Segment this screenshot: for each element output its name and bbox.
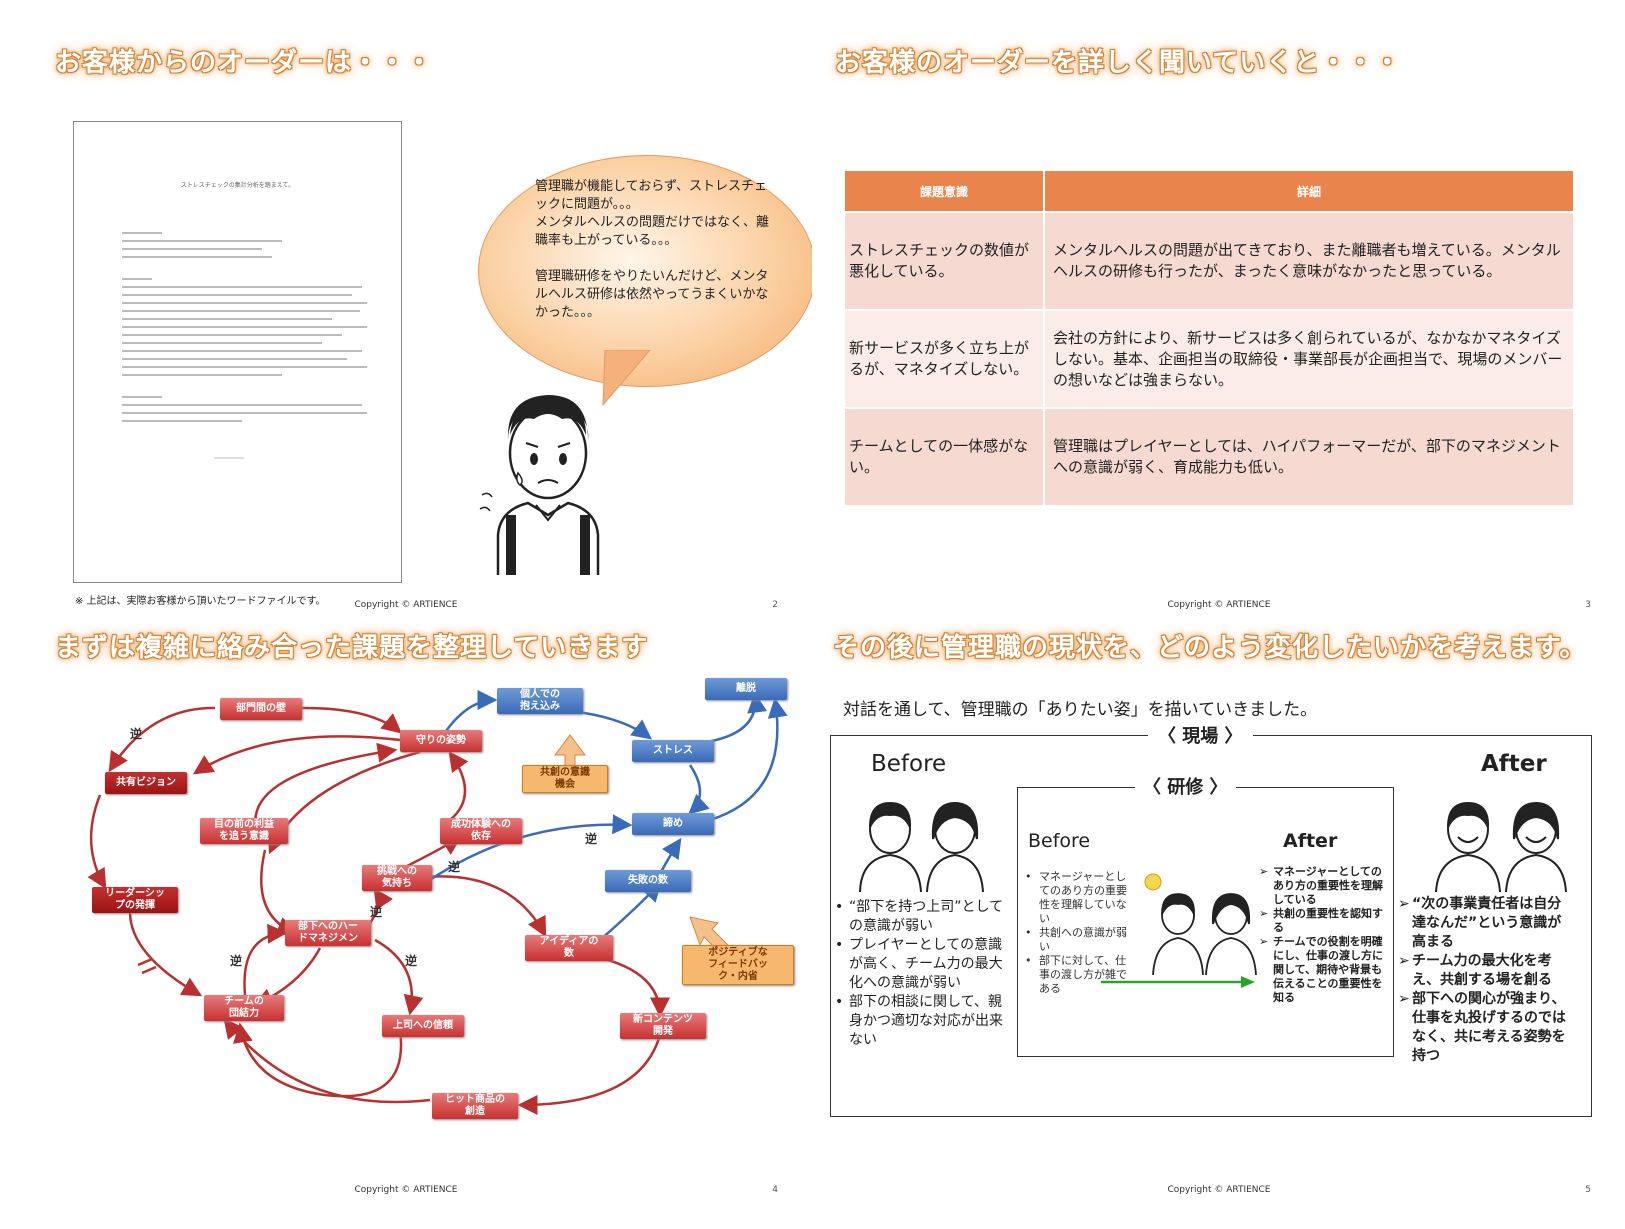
list-item: ➢“次の事業責任者は自分達なんだ”という意識が高まる	[1398, 896, 1562, 950]
node-kyoyu: 共有ビジョン	[105, 772, 187, 794]
speech-bubble	[478, 155, 812, 387]
list-item: •部下の相談に関して、親身かつ適切な対応が出来ない	[835, 994, 1003, 1048]
node-akirame: 諦め	[632, 813, 714, 835]
list-item: •プレイヤーとしての意識が高く、チーム力の最大化への意識が弱い	[835, 937, 1003, 991]
after-inner-list: ➢マネージャーとしてのあり方の重要性を理解している ➢共創の重要性を認知する ➢…	[1259, 865, 1387, 1005]
worried-manager-illustration	[479, 395, 600, 575]
inner-after-label: After	[1283, 830, 1338, 852]
intro-text: 対話を通して、管理職の「ありたい姿」を描いていきました。	[843, 700, 1318, 720]
issue-cell: ストレスチェックの数値が悪化している。	[845, 211, 1045, 309]
before-inner-list: •マネージャーとしてのあり方の重要性を理解していない •共創への意識が弱い •部…	[1025, 870, 1130, 996]
page-number: 3	[1585, 600, 1591, 610]
list-item: ➢共創の重要性を認知する	[1259, 907, 1383, 934]
green-arrow	[1101, 976, 1255, 988]
header-issue: 課題意識	[845, 171, 1045, 211]
table-row: チームとしての一体感がない。 管理職はプレイヤーとしては、ハイパフォーマーだが、…	[845, 407, 1575, 505]
node-me-no-mae: 目の前の利益 を追う意識	[200, 818, 288, 844]
page-number: 2	[772, 600, 778, 610]
node-idea: アイディアの 数	[525, 935, 613, 961]
node-hit: ヒット商品の 創造	[432, 1093, 518, 1119]
slide-order-detail: お客様のオーダーを詳しく聞いていくと・・・ 課題意識 詳細 ストレスチェックの数…	[813, 0, 1625, 614]
list-item: •共創への意識が弱い	[1025, 926, 1127, 953]
node-kyoso: 共創の意識 機会	[522, 765, 608, 793]
detail-cell: メンタルヘルスの問題が出てきており、また離職者も増えている。メンタルヘルスの研修…	[1045, 211, 1575, 309]
slide-order: お客様からのオーダーは・・・ ストレスチェックの集計分析を踏まえて。 ※ 上記は…	[0, 0, 812, 614]
table-row: ストレスチェックの数値が悪化している。 メンタルヘルスの問題が出てきており、また…	[845, 211, 1575, 309]
node-team: チームの 団結力	[204, 995, 284, 1021]
node-buka: 部下へのハー ドマネジメン	[285, 920, 371, 946]
node-shippai: 失敗の数	[605, 870, 691, 892]
node-stress: ストレス	[632, 740, 714, 762]
copyright: Copyright © ARTIENCE	[354, 600, 458, 610]
page-number: 4	[772, 1185, 778, 1195]
gyaku-label: 逆	[130, 727, 143, 741]
node-leader: リーダーシッ プの発揮	[92, 887, 178, 913]
doc-note: ※ 上記は、実際お客様から頂いたワードファイルです。	[75, 596, 326, 607]
before-people-illustration	[859, 801, 984, 892]
list-item: ➢チームでの役割を明確にし、仕事の渡し方に関して、期待や背景も伝えることの重要性…	[1259, 935, 1383, 1004]
gyaku-label: 逆	[585, 832, 598, 846]
list-item: •部下に対して、仕事の渡し方が雑である	[1025, 954, 1127, 995]
copyright: Copyright © ARTIENCE	[1167, 1185, 1271, 1195]
list-item: ➢マネージャーとしてのあり方の重要性を理解している	[1259, 865, 1383, 906]
outer-before-label: Before	[871, 751, 947, 777]
bubble-tail	[602, 350, 651, 407]
causal-loop-arrows	[87, 690, 788, 1115]
node-seiko: 成功体験への 依存	[440, 818, 522, 844]
node-mamori: 守りの姿勢	[400, 730, 482, 752]
detail-cell: 会社の方針により、新サービスは多く創られているが、なかなかマネタイズしない。基本…	[1045, 309, 1575, 407]
header-detail: 詳細	[1045, 171, 1575, 211]
before-outer-list: •“部下を持つ上司”としての意識が弱い •プレイヤーとしての意識が高く、チーム力…	[835, 898, 1015, 1050]
slide-issue-map: まずは複雑に絡み合った課題を整理していきます	[0, 615, 812, 1229]
kenshu-label: 〈 研修 〉	[1135, 773, 1236, 799]
gyaku-label: 逆	[370, 905, 383, 919]
list-item: ➢部下への関心が強まり、仕事を丸投げするのではなく、共に考える姿勢を持つ	[1398, 991, 1566, 1064]
issue-table: 課題意識 詳細 ストレスチェックの数値が悪化している。 メンタルヘルスの問題が出…	[845, 171, 1575, 505]
node-rishoku: 離脱	[705, 678, 787, 700]
node-bumon: 部門間の壁	[220, 698, 302, 720]
issue-cell: 新サービスが多く立ち上がるが、マネタイズしない。	[845, 309, 1045, 407]
node-shin: 新コンテンツ 開発	[620, 1013, 706, 1039]
issue-cell: チームとしての一体感がない。	[845, 407, 1045, 505]
list-item: ➢チーム力の最大化を考え、共創する場を創る	[1398, 953, 1552, 988]
word-document-thumbnail: ストレスチェックの集計分析を踏まえて。	[73, 121, 402, 583]
after-people-illustration	[1435, 801, 1567, 892]
table-row: 新サービスが多く立ち上がるが、マネタイズしない。 会社の方針により、新サービスは…	[845, 309, 1575, 407]
copyright: Copyright © ARTIENCE	[1167, 600, 1271, 610]
list-item: •“部下を持つ上司”としての意識が弱い	[835, 899, 1004, 934]
node-joshi: 上司への信頼	[382, 1015, 464, 1037]
slide-title: お客様のオーダーを詳しく聞いていくと・・・	[835, 48, 1402, 78]
outer-after-label: After	[1481, 751, 1547, 777]
gyaku-label: 逆	[230, 954, 243, 968]
node-chosen: 挑戦への 気持ち	[362, 865, 432, 891]
copyright: Copyright © ARTIENCE	[354, 1185, 458, 1195]
slide-title: まずは複雑に絡み合った課題を整理していきます	[55, 633, 649, 663]
gyaku-label: 逆	[448, 860, 461, 874]
list-item: •マネージャーとしてのあり方の重要性を理解していない	[1025, 870, 1127, 925]
genba-label: 〈 現場 〉	[1148, 722, 1253, 748]
page-number: 5	[1585, 1185, 1591, 1195]
slide-before-after: その後に管理職の現状を、どのよう変化したいかを考えます。 対話を通して、管理職の…	[813, 615, 1625, 1229]
bubble-text: 管理職が機能しておらず、ストレスチェックに問題が。。。 メンタルヘルスの問題だけ…	[535, 179, 770, 320]
detail-cell: 管理職はプレイヤーとしては、ハイパフォーマーだが、部下のマネジメントへの意識が弱…	[1045, 407, 1575, 505]
gyaku-label: 逆	[405, 954, 418, 968]
slide-title: その後に管理職の現状を、どのよう変化したいかを考えます。	[833, 633, 1587, 663]
inner-before-label: Before	[1028, 830, 1091, 852]
doc-title: ストレスチェックの集計分析を踏まえて。	[180, 182, 295, 189]
slide-title: お客様からのオーダーは・・・	[55, 48, 434, 78]
after-outer-list: ➢“次の事業責任者は自分達なんだ”という意識が高まる ➢チーム力の最大化を考え、…	[1398, 895, 1573, 1066]
node-kojin: 個人での 抱え込み	[497, 688, 583, 714]
inner-people-with-bulb	[1144, 873, 1257, 976]
node-positive: ポジティブな フィードバッ ク・内省	[682, 945, 794, 985]
